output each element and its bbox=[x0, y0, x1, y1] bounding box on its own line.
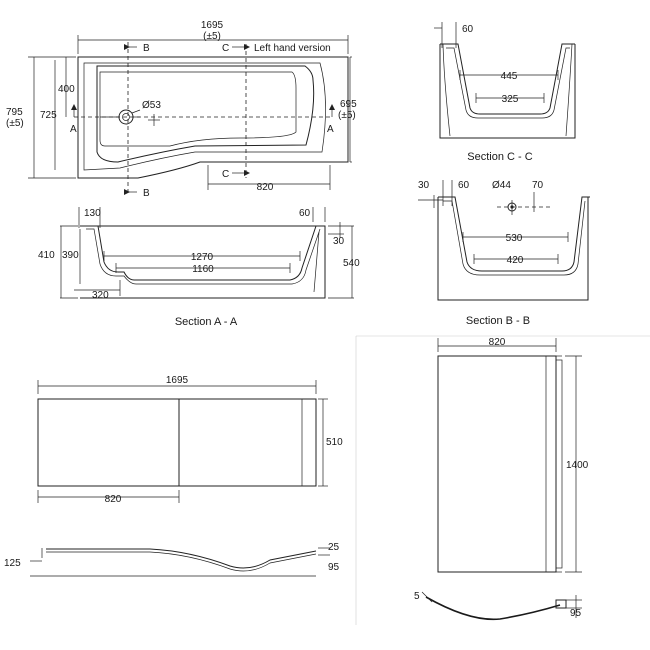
section-aa-top-length-label: 1270 bbox=[191, 252, 214, 263]
plan-length-tolerance: (±5) bbox=[203, 31, 221, 42]
screen-profile-depth-label: 95 bbox=[570, 608, 582, 619]
plan-total-width-tol: (±5) bbox=[6, 118, 24, 129]
section-bb-offset-label: 70 bbox=[532, 180, 544, 191]
section-aa-total-height-label: 540 bbox=[343, 258, 360, 269]
screen-plan-curve bbox=[425, 596, 561, 621]
front-panel-view: 1695 510 820 125 25 95 bbox=[4, 375, 343, 577]
plan-offset-label: 400 bbox=[58, 84, 75, 95]
section-aa: 130 60 1270 1160 410 390 30 540 320 Sect… bbox=[38, 207, 360, 328]
front-panel-length-label: 1695 bbox=[166, 375, 189, 386]
section-cc-wall-label: 60 bbox=[462, 24, 474, 35]
bath-rim bbox=[83, 62, 326, 171]
bath-floor bbox=[99, 71, 297, 147]
section-bb-outer bbox=[437, 197, 589, 301]
plan-end-width-label: 695 bbox=[340, 99, 357, 110]
orientation-note: Left hand version bbox=[254, 43, 331, 54]
section-bb-rim-label: 30 bbox=[418, 180, 430, 191]
front-panel-end-length-label: 820 bbox=[105, 494, 122, 505]
section-aa-caption: Section A - A bbox=[175, 316, 238, 328]
section-bb: 30 60 Ø44 70 530 420 Section B - B bbox=[418, 180, 590, 327]
section-bb-hole-label: Ø44 bbox=[492, 180, 511, 191]
section-bb-top-label: 530 bbox=[506, 233, 523, 244]
section-aa-rim-height-label: 30 bbox=[333, 236, 345, 247]
section-bb-wall-label: 60 bbox=[458, 180, 470, 191]
section-c-marker-top: C bbox=[222, 43, 229, 54]
section-aa-inner-depth-label: 390 bbox=[62, 250, 79, 261]
section-b-marker-top: B bbox=[143, 43, 150, 54]
screen-width-label: 820 bbox=[489, 337, 506, 348]
section-b-marker-bottom: B bbox=[143, 188, 150, 199]
section-aa-overall-height-label: 410 bbox=[38, 250, 55, 261]
plan-total-width-label: 795 bbox=[6, 107, 23, 118]
section-bb-bottom-label: 420 bbox=[507, 255, 524, 266]
section-a-marker-right: A bbox=[327, 124, 334, 135]
plan-inner-width-label: 725 bbox=[40, 110, 57, 121]
screen-gap-label: 5 bbox=[414, 591, 420, 602]
waste-diameter-label: Ø53 bbox=[142, 100, 161, 111]
front-panel-end-depth-label: 95 bbox=[328, 562, 340, 573]
section-cc: 60 445 325 Section C - C bbox=[434, 22, 576, 163]
bath-outline bbox=[77, 56, 349, 179]
plan-view: 1695 (±5) Ø53 A A B B bbox=[6, 20, 357, 199]
section-bb-caption: Section B - B bbox=[466, 315, 530, 327]
plan-end-length-label: 820 bbox=[257, 182, 274, 193]
bath-basin bbox=[96, 65, 315, 163]
section-aa-bottom-length-label: 1160 bbox=[192, 264, 214, 275]
section-aa-outer bbox=[80, 225, 326, 299]
section-cc-outer bbox=[439, 44, 576, 139]
screen-height-label: 1400 bbox=[566, 460, 589, 471]
front-panel bbox=[37, 398, 317, 487]
section-cc-top-label: 445 bbox=[501, 71, 518, 82]
front-panel-curve bbox=[46, 548, 317, 569]
front-panel-curve-depth-label: 125 bbox=[4, 558, 21, 569]
section-cc-caption: Section C - C bbox=[467, 151, 532, 163]
front-panel-height-label: 510 bbox=[326, 437, 343, 448]
section-cc-bottom-label: 325 bbox=[502, 94, 519, 105]
section-aa-rim-right-label: 60 bbox=[299, 208, 311, 219]
screen-hinge-profile bbox=[555, 359, 563, 569]
screen-glass bbox=[437, 355, 557, 573]
front-panel-end-return-label: 25 bbox=[328, 542, 340, 553]
section-c-marker-bottom: C bbox=[222, 169, 229, 180]
section-a-marker-left: A bbox=[70, 124, 77, 135]
bath-screen-view: 820 1400 5 95 bbox=[414, 337, 589, 621]
plan-end-width-tol: (±5) bbox=[338, 110, 356, 121]
section-aa-rim-left-label: 130 bbox=[84, 208, 101, 219]
plan-length-label: 1695 bbox=[201, 20, 224, 31]
section-aa-waste-offset-label: 320 bbox=[92, 290, 109, 301]
